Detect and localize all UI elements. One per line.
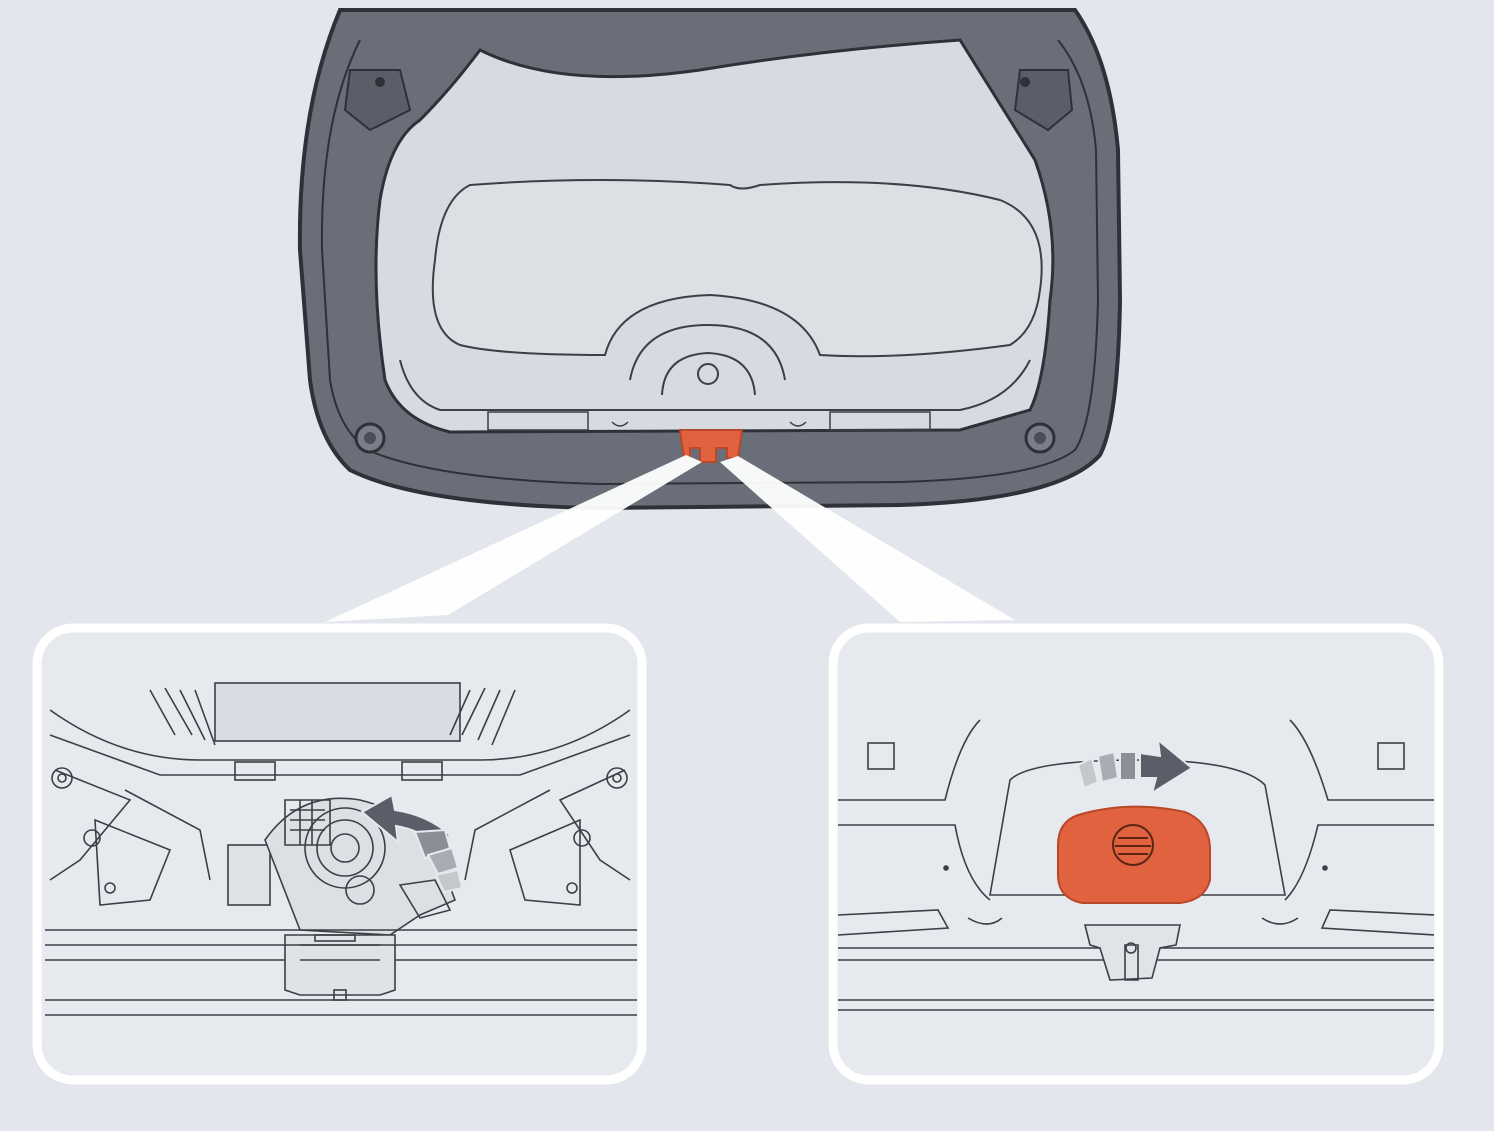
left-bolt-icon	[356, 424, 384, 452]
cover-cap-inset	[833, 628, 1439, 1080]
right-bolt-icon	[1026, 424, 1054, 452]
latch-mechanism-inset	[37, 628, 642, 1080]
orange-cover-cap-icon	[1058, 807, 1210, 903]
tailgate-illustration	[300, 10, 1120, 508]
